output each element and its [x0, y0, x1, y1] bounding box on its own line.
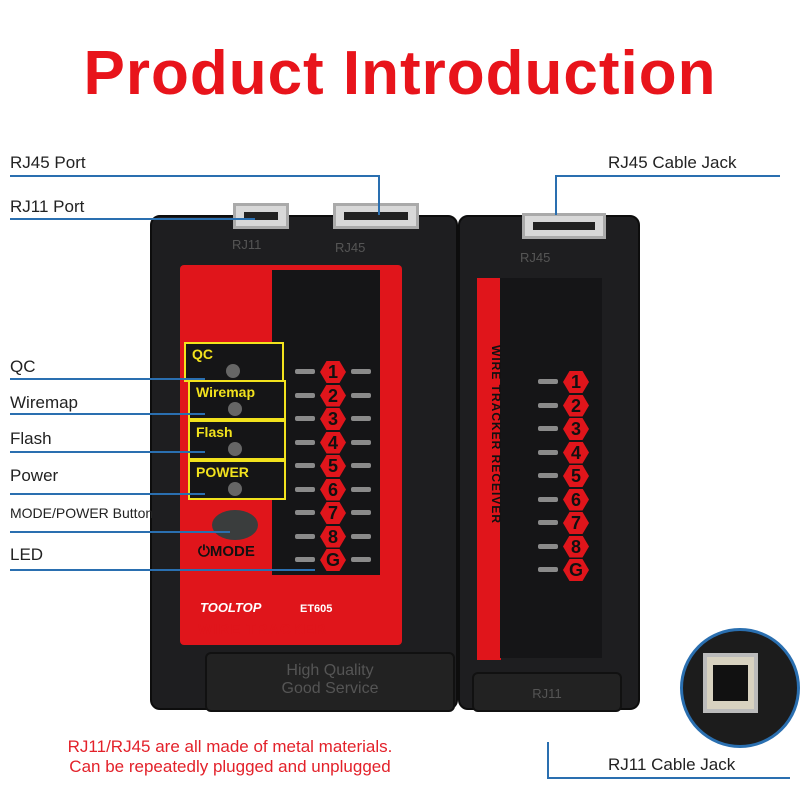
label-qc: QC: [10, 357, 36, 376]
receiver-led-left: [538, 426, 558, 431]
tester-led-right: [351, 510, 371, 515]
note-line-2: Can be repeatedly plugged and unplugged: [69, 757, 391, 776]
tester-led-number: 2: [320, 384, 346, 407]
rj11-emboss: RJ11: [232, 237, 262, 252]
label-rj45-port: RJ45 Port: [10, 153, 86, 172]
tester-led-left: [295, 439, 315, 445]
power-icon: ⏻: [198, 543, 210, 560]
label-flash: Flash: [10, 429, 52, 448]
tester-led-left: [295, 533, 315, 539]
qc-text: QC: [192, 346, 213, 362]
qc-indicator: QC: [184, 342, 284, 382]
receiver-led-left: [538, 496, 558, 502]
tester-led-left: [295, 463, 315, 468]
tester-led-number: 5: [320, 455, 346, 477]
flash-led: [228, 442, 242, 456]
note-line-1: RJ11/RJ45 are all made of metal material…: [67, 737, 393, 756]
receiver-led-number: 5: [563, 465, 589, 487]
model-number: ET605: [300, 603, 333, 615]
tester-led-right: [351, 557, 371, 562]
tester-led-left: [295, 486, 315, 492]
tester-led-number: 8: [320, 525, 346, 548]
receiver-led-left: [538, 379, 558, 384]
receiver-led-number: 2: [563, 394, 589, 417]
tester-led-right: [351, 533, 371, 539]
label-rj11-cable-jack: RJ11 Cable Jack: [608, 755, 736, 774]
label-power: Power: [10, 466, 59, 485]
receiver-led-left: [538, 402, 558, 408]
tester-led-left: [295, 369, 315, 374]
device-name: WIRE TRACKER: [198, 621, 327, 638]
tester-led-number: 4: [320, 431, 346, 454]
tester-led-right: [351, 392, 371, 398]
receiver-led-number: G: [563, 559, 589, 581]
receiver-led-number: 4: [563, 441, 589, 464]
mode-text: MODE: [209, 543, 255, 560]
emboss-text-1: High Quality: [286, 662, 374, 679]
flash-text: Flash: [196, 424, 233, 440]
label-led: LED: [10, 545, 44, 564]
receiver-led-left: [538, 567, 558, 572]
page-title: Product Introduction: [83, 39, 717, 108]
qc-led: [226, 364, 240, 378]
receiver-led-number: 6: [563, 488, 589, 511]
receiver-rj45-jack: [522, 213, 606, 239]
tester-led-right: [351, 486, 371, 492]
rj45-emboss: RJ45: [335, 240, 366, 255]
tester-led-left: [295, 510, 315, 515]
label-wiremap: Wiremap: [10, 393, 79, 412]
tester-led-right: [351, 416, 371, 421]
rj11-jack-closeup: [680, 628, 800, 748]
label-rj45-cable-jack: RJ45 Cable Jack: [608, 153, 737, 172]
tester-led-number: 7: [320, 502, 346, 524]
receiver-rj11-emboss: RJ11: [532, 686, 562, 701]
receiver-led-left: [538, 520, 558, 525]
tester-led-left: [295, 557, 315, 562]
receiver-led-number: 7: [563, 512, 589, 534]
receiver-led-left: [538, 543, 558, 549]
rj11-port: [233, 203, 289, 229]
power-text: POWER: [196, 464, 249, 480]
emboss-text-2: Good Service: [281, 680, 379, 697]
receiver-panel: [500, 278, 602, 658]
mode-button[interactable]: [212, 510, 258, 540]
tester-led-left: [295, 416, 315, 421]
receiver-rj11-cover: RJ11: [472, 672, 622, 712]
tester-led-right: [351, 463, 371, 468]
tester-led-number: 6: [320, 478, 346, 501]
label-mode-button: MODE/POWER Button: [10, 505, 154, 521]
tester-led-left: [295, 392, 315, 398]
receiver-led-number: 1: [563, 371, 589, 393]
flash-indicator: Flash: [188, 420, 286, 460]
rj45-port: [333, 203, 419, 229]
tester-led-right: [351, 369, 371, 374]
receiver-led-number: 8: [563, 535, 589, 558]
receiver-rj45-emboss: RJ45: [520, 250, 551, 265]
tester-led-number: G: [320, 549, 346, 571]
mode-label: ⏻MODE: [198, 543, 255, 560]
wiremap-text: Wiremap: [196, 384, 256, 400]
tester-led-right: [351, 439, 371, 445]
material-note: RJ11/RJ45 are all made of metal material…: [30, 737, 430, 777]
brand-logo: TOOLTOP: [200, 600, 262, 615]
label-rj11-port: RJ11 Port: [10, 197, 85, 216]
receiver-led-left: [538, 473, 558, 478]
receiver-label: WIRE TRACKER RECEIVER: [489, 345, 503, 525]
receiver-led-left: [538, 449, 558, 455]
power-led: [228, 482, 242, 496]
tester-led-number: 3: [320, 408, 346, 430]
tester-led-number: 1: [320, 361, 346, 383]
receiver-led-number: 3: [563, 418, 589, 440]
wiremap-led: [228, 402, 242, 416]
receiver-strip: [477, 278, 501, 660]
